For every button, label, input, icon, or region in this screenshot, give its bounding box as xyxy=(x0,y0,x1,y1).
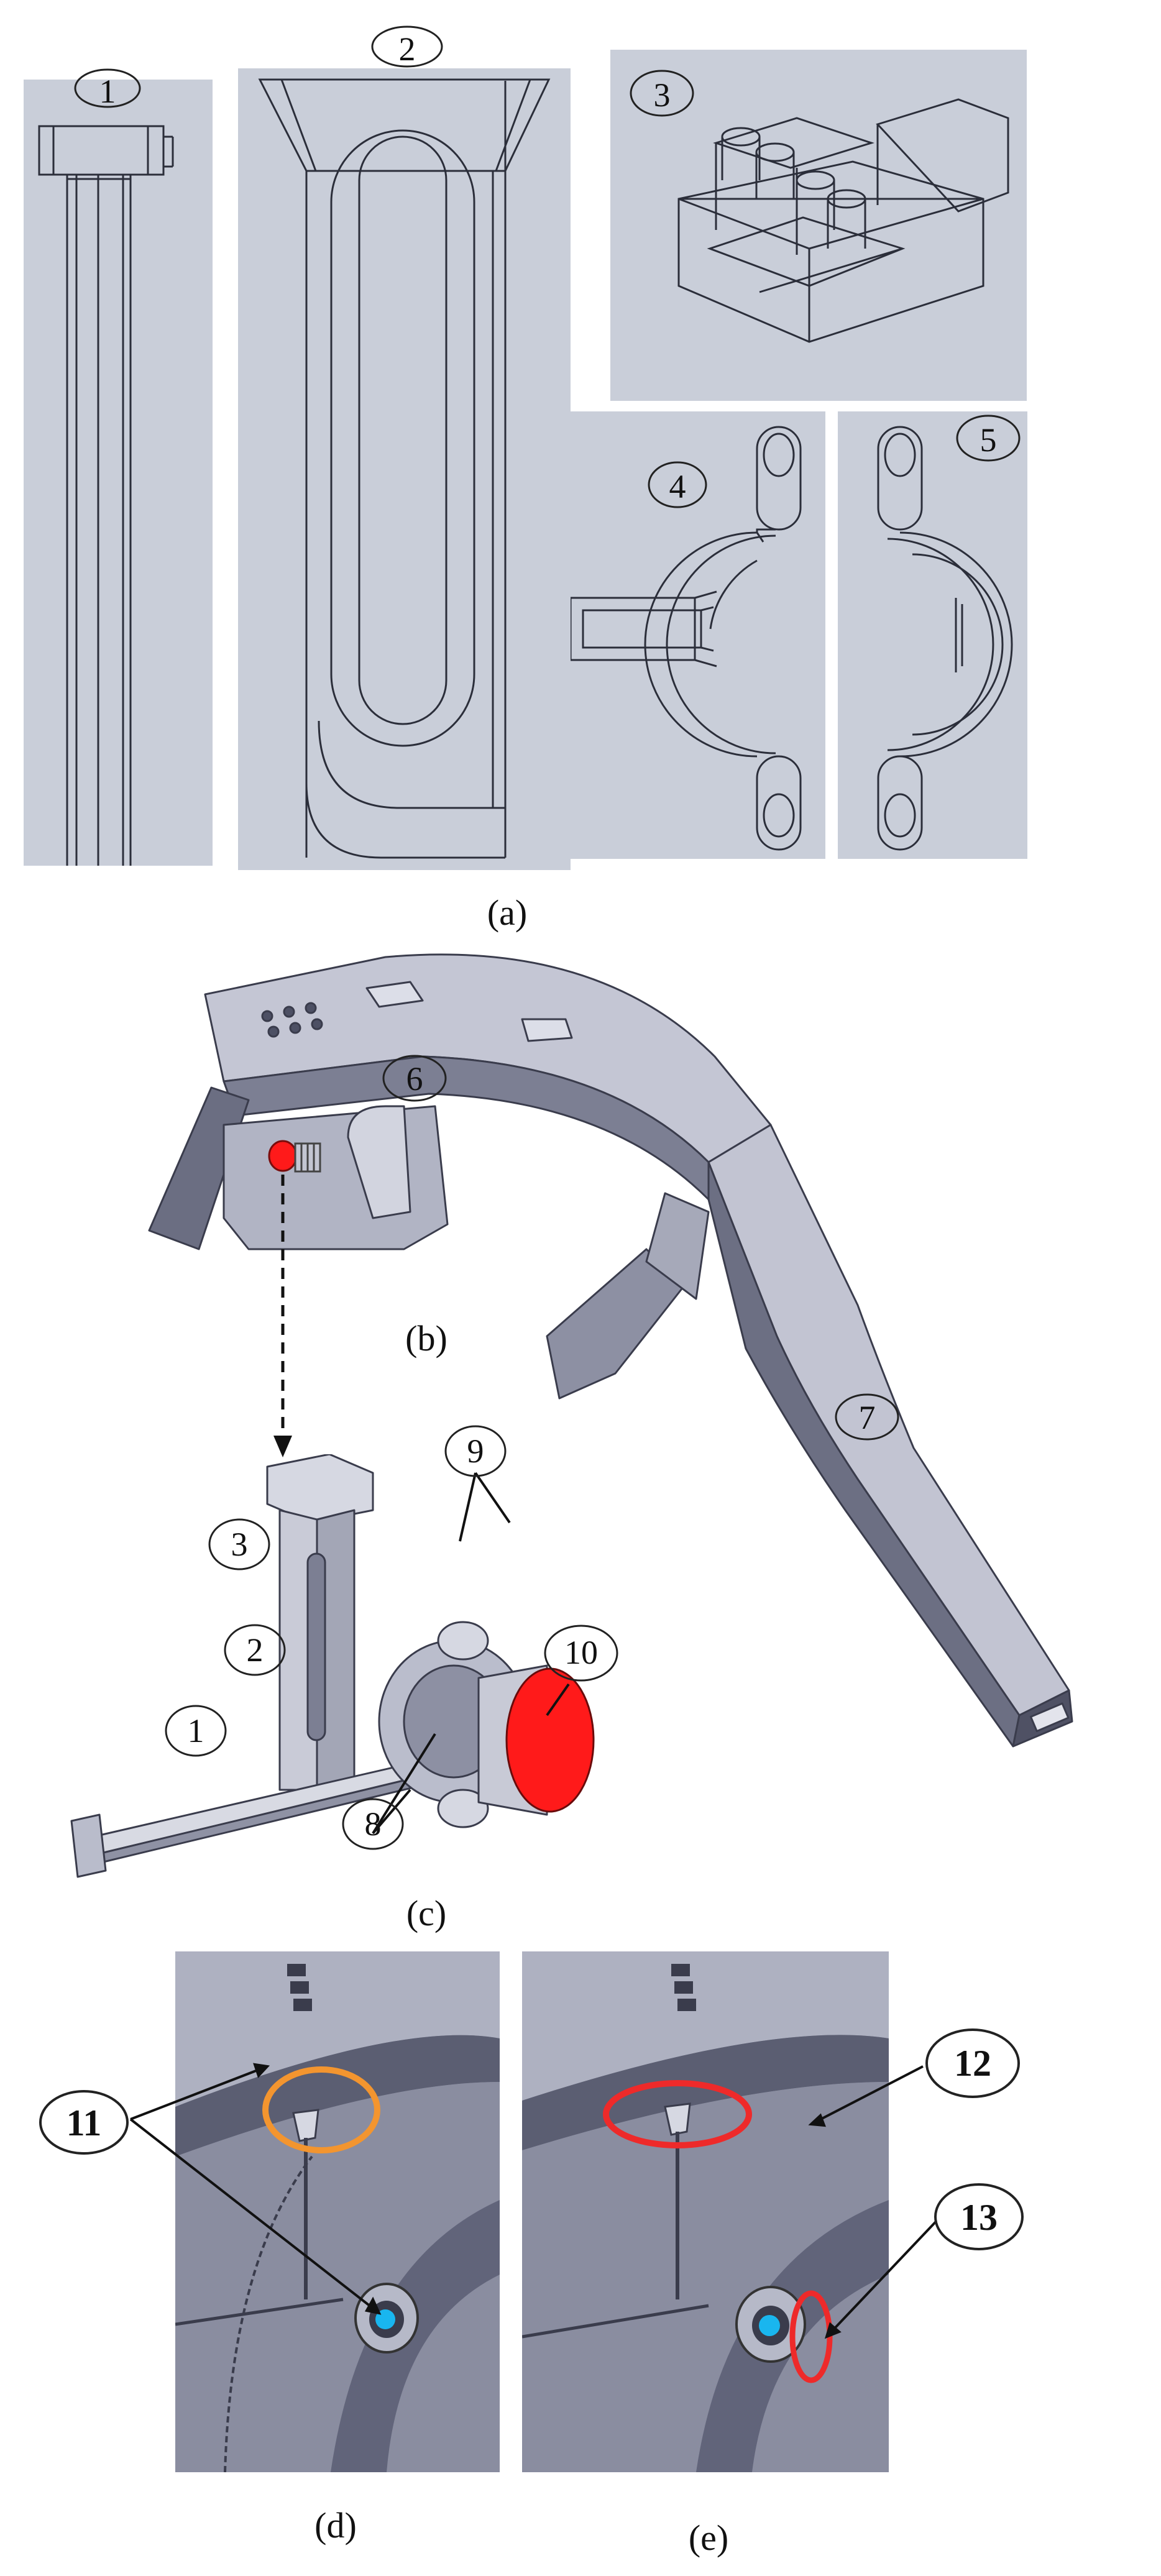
label-11-circle: 11 xyxy=(37,2088,131,2157)
caption-b: (b) xyxy=(405,1318,447,1359)
label-7-circle: 7 xyxy=(833,1392,901,1442)
wireframe-panel-4 xyxy=(571,411,825,859)
label-11: 11 xyxy=(66,2102,102,2143)
label-c9: 9 xyxy=(467,1432,484,1470)
label-12: 12 xyxy=(954,2043,991,2084)
wireframe-clamp-with-bar-drawing xyxy=(571,426,802,851)
label-3-circle: 3 xyxy=(628,68,696,118)
label-6: 6 xyxy=(406,1060,423,1098)
wireframe-panel-5 xyxy=(838,411,1027,859)
label-c8-circle: 8 xyxy=(339,1796,407,1852)
label-12-circle: 12 xyxy=(923,2026,1022,2101)
red-cap-marker xyxy=(505,1667,595,1813)
label-5: 5 xyxy=(980,421,997,459)
label-7: 7 xyxy=(858,1399,876,1436)
label-5-circle: 5 xyxy=(954,413,1022,463)
caption-e: (e) xyxy=(688,2518,729,2558)
frame-assembly-drawing xyxy=(148,953,1073,1748)
closeup-panel-e xyxy=(522,1951,889,2472)
caption-c: (c) xyxy=(406,1893,447,1933)
label-c2: 2 xyxy=(246,1631,264,1669)
label-c10-circle: 10 xyxy=(541,1622,622,1684)
wireframe-panel-1 xyxy=(24,80,213,866)
label-c2-circle: 2 xyxy=(221,1622,289,1678)
caption-d: (d) xyxy=(314,2505,357,2546)
label-1-circle: 1 xyxy=(73,68,142,110)
wireframe-arm-drawing xyxy=(258,78,551,859)
wireframe-panel-2 xyxy=(238,68,571,870)
label-c1: 1 xyxy=(187,1712,204,1749)
caption-a: (a) xyxy=(487,892,528,933)
mechanism-drawing xyxy=(70,1454,595,1878)
label-c8: 8 xyxy=(364,1805,382,1843)
wireframe-rod-drawing xyxy=(38,125,174,866)
label-4-circle: 4 xyxy=(646,460,709,510)
label-c10: 10 xyxy=(564,1634,598,1671)
red-knob-marker xyxy=(268,1140,298,1172)
closeup-panel-d xyxy=(175,1951,500,2472)
wireframe-block-drawing xyxy=(677,98,1009,343)
blue-indicator-e xyxy=(759,2315,780,2336)
label-c3: 3 xyxy=(231,1526,248,1563)
label-c3-circle: 3 xyxy=(205,1516,273,1572)
label-6-circle: 6 xyxy=(380,1053,449,1103)
label-3: 3 xyxy=(653,76,671,114)
label-13: 13 xyxy=(960,2197,998,2238)
label-c1-circle: 1 xyxy=(162,1703,230,1759)
wireframe-clamp-half-drawing xyxy=(877,426,1013,851)
label-1: 1 xyxy=(99,73,116,110)
blue-indicator xyxy=(375,2309,395,2329)
wireframe-panel-3 xyxy=(610,50,1027,401)
label-c9-circle: 9 xyxy=(441,1423,510,1479)
red-highlight-ring-top xyxy=(603,2080,752,2148)
closeup-e-drawing xyxy=(522,1951,889,2472)
closeup-d-drawing xyxy=(175,1951,500,2472)
label-2-circle: 2 xyxy=(370,25,444,68)
label-13-circle: 13 xyxy=(932,2181,1026,2253)
label-2: 2 xyxy=(398,30,416,68)
label-4: 4 xyxy=(669,468,686,505)
